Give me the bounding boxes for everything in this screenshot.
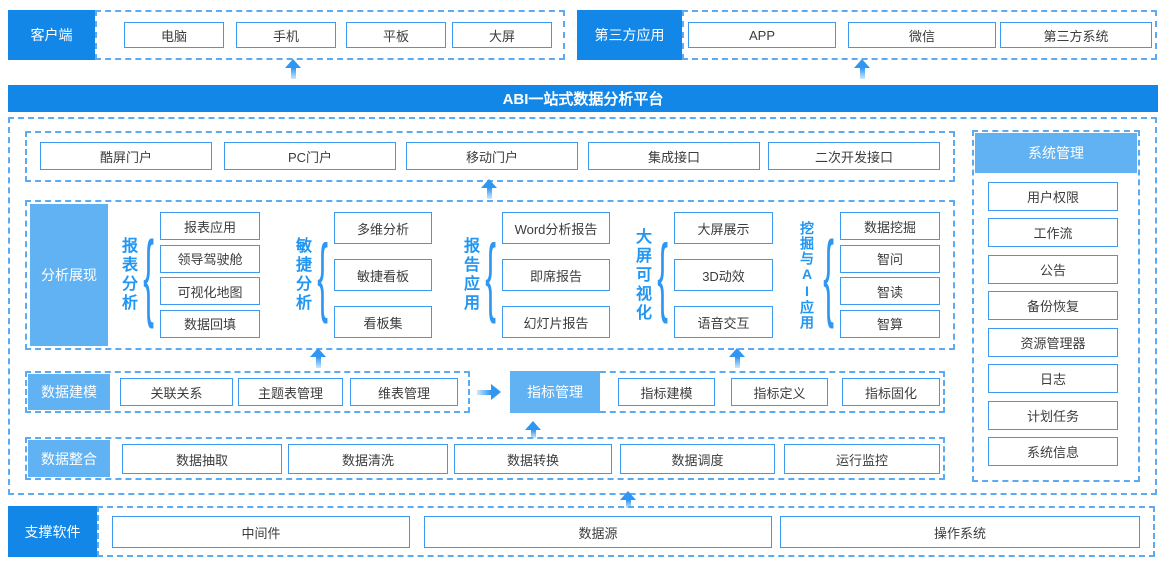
group-label: 大屏可视化 — [633, 227, 650, 323]
diagram-node: 数据挖掘 — [840, 212, 940, 240]
integration-node-monitor: 运行监控 — [784, 444, 940, 474]
arrow-up-icon — [619, 491, 637, 508]
metrics-node-modeling: 指标建模 — [618, 378, 715, 406]
client-section-label: 客户端 — [8, 10, 95, 60]
arrow-up-icon — [309, 348, 327, 368]
system-item-permissions: 用户权限 — [988, 182, 1118, 211]
diagram-node: 即席报告 — [502, 259, 610, 291]
client-device-tablet: 平板 — [346, 22, 446, 48]
diagram-node: 领导驾驶舱 — [160, 244, 260, 273]
arrow-up-icon — [284, 59, 302, 79]
portal-coolscreen: 酷屏门户 — [40, 142, 212, 170]
system-item-logs: 日志 — [988, 364, 1118, 394]
group-label: 挖掘与AI应用 — [799, 220, 815, 330]
modeling-node-dim-table: 维表管理 — [350, 378, 458, 406]
integration-node-extract: 数据抽取 — [122, 444, 282, 474]
support-node-middleware: 中间件 — [112, 516, 410, 548]
third-party-wechat: 微信 — [848, 22, 996, 48]
system-item-system-info: 系统信息 — [988, 436, 1118, 466]
modeling-section-container — [25, 371, 470, 413]
platform-container — [8, 117, 1157, 495]
group-label: 敏捷分析 — [293, 237, 310, 313]
portal-secondary-dev-api: 二次开发接口 — [768, 142, 940, 170]
system-panel-header: 系统管理 — [975, 133, 1137, 173]
system-items-list: 用户权限 工作流 公告 备份恢复 资源管理器 日志 计划任务 系统信息 — [988, 182, 1118, 466]
system-item-announcement: 公告 — [988, 254, 1118, 284]
metrics-node-solidify: 指标固化 — [842, 378, 940, 406]
diagram-node: 智算 — [840, 309, 940, 338]
brace-icon: { — [143, 220, 155, 330]
third-party-section-label: 第三方应用 — [577, 10, 682, 60]
client-device-bigscreen: 大屏 — [452, 22, 552, 48]
client-device-pc: 电脑 — [124, 22, 224, 48]
support-container — [97, 506, 1155, 557]
arrow-up-icon — [728, 348, 746, 368]
analysis-group-reporting: 报告应用 { Word分析报告 即席报告 幻灯片报告 — [458, 212, 610, 338]
analysis-group-bigscreen: 大屏可视化 { 大屏展示 3D动效 语音交互 — [630, 212, 773, 338]
diagram-node: 智读 — [840, 277, 940, 306]
integration-node-transform: 数据转换 — [454, 444, 612, 474]
third-party-container — [682, 10, 1157, 60]
brace-icon: { — [657, 225, 669, 325]
portal-pc: PC门户 — [224, 142, 396, 170]
arrow-up-icon — [524, 421, 542, 438]
diagram-node: 数据回填 — [160, 309, 260, 338]
integration-node-schedule: 数据调度 — [620, 444, 775, 474]
diagram-node: 可视化地图 — [160, 277, 260, 306]
brace-icon: { — [317, 225, 329, 325]
diagram-node: 大屏展示 — [674, 212, 773, 244]
analysis-group-agile: 敏捷分析 { 多维分析 敏捷看板 看板集 — [290, 212, 432, 338]
group-label: 报表分析 — [119, 237, 136, 313]
diagram-node: 看板集 — [334, 306, 432, 338]
third-party-system: 第三方系统 — [1000, 22, 1152, 48]
group-label: 报告应用 — [461, 237, 478, 313]
integration-node-clean: 数据清洗 — [288, 444, 448, 474]
integration-section-container — [25, 437, 945, 480]
analysis-group-ai: 挖掘与AI应用 { 数据挖掘 智问 智读 智算 — [796, 212, 940, 338]
support-section-label: 支撑软件 — [8, 506, 97, 557]
integration-section-label: 数据整合 — [28, 440, 110, 477]
portal-mobile: 移动门户 — [406, 142, 578, 170]
analysis-section-label: 分析展现 — [30, 204, 108, 346]
arrow-up-icon — [480, 179, 498, 199]
support-node-datasource: 数据源 — [424, 516, 772, 548]
platform-title-banner: ABI一站式数据分析平台 — [8, 85, 1158, 112]
system-item-workflow: 工作流 — [988, 218, 1118, 248]
diagram-node: 报表应用 — [160, 212, 260, 240]
diagram-node: Word分析报告 — [502, 212, 610, 244]
modeling-section-label: 数据建模 — [28, 374, 110, 410]
analysis-section-container — [25, 200, 955, 350]
client-device-phone: 手机 — [236, 22, 336, 48]
arrow-right-icon — [477, 383, 501, 401]
portal-integration-api: 集成接口 — [588, 142, 760, 170]
client-devices-container — [95, 10, 565, 60]
diagram-node: 多维分析 — [334, 212, 432, 244]
metrics-section-label: 指标管理 — [510, 371, 600, 413]
system-item-resource-manager: 资源管理器 — [988, 327, 1118, 357]
modeling-node-subject-table: 主题表管理 — [238, 378, 343, 406]
diagram-node: 敏捷看板 — [334, 259, 432, 291]
brace-icon: { — [823, 220, 835, 330]
support-node-os: 操作系统 — [780, 516, 1140, 548]
system-item-backup: 备份恢复 — [988, 291, 1118, 321]
system-panel-container — [972, 130, 1140, 482]
metrics-node-definition: 指标定义 — [731, 378, 828, 406]
diagram-node: 智问 — [840, 244, 940, 273]
brace-icon: { — [485, 225, 497, 325]
arrow-up-icon — [853, 59, 871, 79]
diagram-node: 幻灯片报告 — [502, 306, 610, 338]
diagram-node: 语音交互 — [674, 306, 773, 338]
third-party-app: APP — [688, 22, 836, 48]
system-item-scheduled-tasks: 计划任务 — [988, 400, 1118, 430]
modeling-node-relations: 关联关系 — [120, 378, 233, 406]
diagram-node: 3D动效 — [674, 259, 773, 291]
analysis-group-report: 报表分析 { 报表应用 领导驾驶舱 可视化地图 数据回填 — [116, 212, 260, 338]
